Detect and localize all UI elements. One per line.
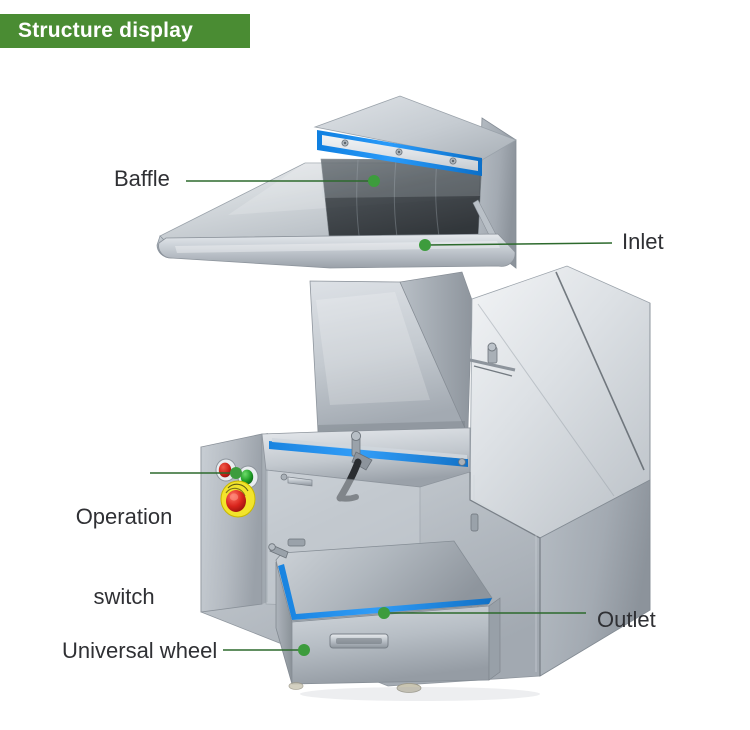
front-door-seam-2: [473, 475, 537, 672]
callout-label-operation-switch-line2: switch: [93, 584, 155, 610]
body-top-seam: [555, 271, 645, 471]
chute-right-wall: [399, 271, 473, 429]
callout-label-baffle: Baffle: [114, 166, 170, 191]
access-door-hinges: [287, 538, 306, 547]
strip-screws: [341, 139, 457, 165]
callout-dots: [230, 175, 431, 656]
dot-inlet: [419, 239, 431, 251]
dot-baffle: [368, 175, 380, 187]
chute-highlight: [316, 292, 430, 405]
dot-operation: [230, 467, 242, 479]
hatch-latch-right: [458, 458, 466, 466]
outlet-drawer-right: [488, 597, 501, 681]
body-top-seam-2: [477, 303, 615, 497]
outlet-drawer: [268, 540, 501, 693]
callout-label-operation-switch-line1: Operation: [75, 503, 173, 529]
ground-shadow: [300, 687, 540, 701]
outlet-blue-film: [278, 564, 492, 620]
deck-latch: [469, 342, 516, 377]
upper-hopper-assembly: [156, 95, 517, 269]
hatch-blue-film-2: [272, 438, 467, 459]
callout-label-operation-switch: Operation switch: [59, 450, 189, 665]
callout-label-inlet: Inlet: [622, 229, 664, 254]
banner-title: Structure display: [18, 19, 193, 42]
callout-label-universal-wheel: Universal wheel: [62, 638, 218, 663]
dot-outlet: [378, 607, 390, 619]
leader-line-inlet: [426, 242, 613, 246]
feed-tray-lip-highlight: [175, 241, 500, 253]
hatch-blue-film: [269, 441, 468, 467]
feed-chute: [309, 271, 473, 434]
outlet-drawer-handle[interactable]: [329, 633, 389, 649]
universal-wheel-foot: [396, 683, 422, 693]
outlet-hinge: [268, 543, 289, 559]
emergency-stop-button[interactable]: [220, 480, 256, 518]
access-door-handle: [287, 476, 313, 487]
front-door-seam: [469, 472, 541, 676]
structure-display-banner: Structure display: [0, 14, 250, 48]
callout-leaders: [150, 180, 613, 651]
operation-switch-panel: [215, 458, 259, 518]
callout-label-outlet: Outlet: [597, 607, 656, 632]
universal-wheel-foot-left: [288, 682, 304, 690]
dot-wheel: [298, 644, 310, 656]
